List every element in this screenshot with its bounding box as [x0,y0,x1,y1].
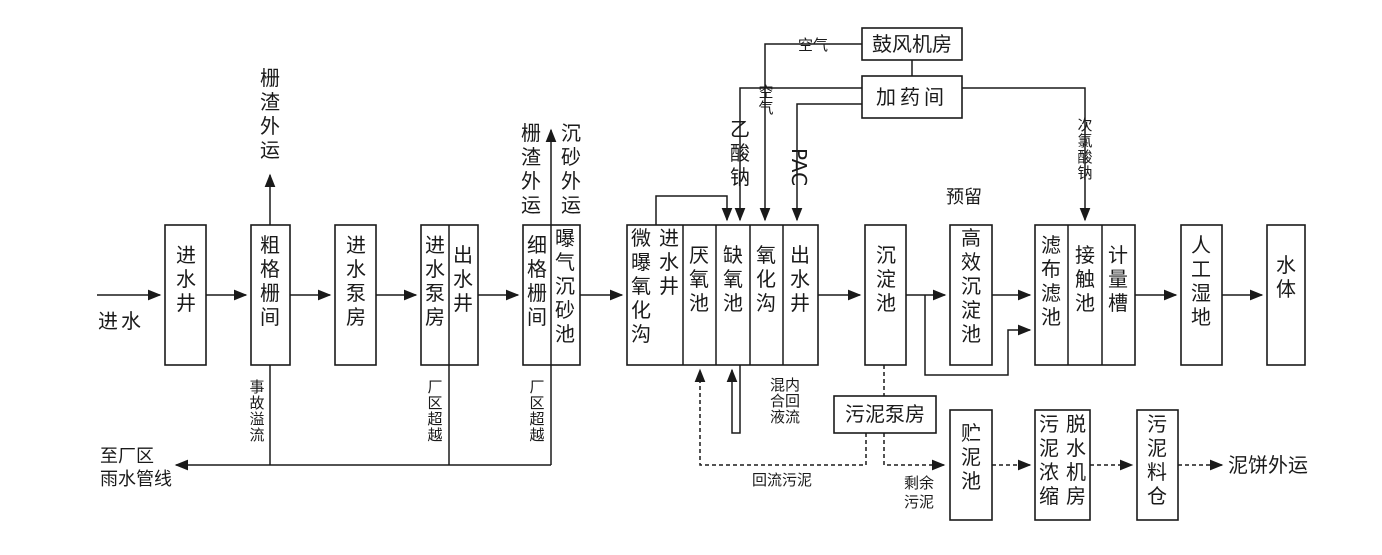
pump-house-label-2: 进水泵房 [425,233,445,329]
pac-label: PAC [787,148,811,186]
inlet-pump-house-label: 进水泵房 [346,233,366,329]
dewatering-house-label: 脱水机房 [1066,412,1086,508]
sludge-pump-house-box [833,395,937,434]
mixed-liquor-reflux-label-1: 混内 [770,376,800,394]
sludge-lines [694,365,1224,471]
grit-out-label: 沉砂外运 [561,121,581,217]
outlet-well-label-2: 出水井 [790,243,810,315]
constructed-wetland-box [1180,224,1223,366]
fine-screen-label: 细格栅间 [527,233,547,329]
contact-tank-label: 接触池 [1075,243,1095,315]
air-label-2: 空气 [758,83,773,117]
inlet-well-label: 进水井 [176,243,196,315]
aerated-grit-label: 曝气沉砂池 [555,226,575,346]
metering-flume-label: 计量槽 [1108,243,1128,315]
mixed-liquor-reflux-label-2: 合回 [770,392,800,410]
inlet-label: 进水 [98,309,144,333]
dosing-room-label: 加药间 [876,85,948,109]
anoxic-tank-label: 缺氧池 [723,243,743,315]
oxidation-ditch-label: 氧化沟 [756,243,776,315]
cake-out-label: 泥饼外运 [1228,453,1308,477]
clarifier-label: 沉淀池 [876,243,896,315]
thickening-dewatering-box [1034,409,1091,521]
inlet-well-label-2: 进水井 [659,226,679,298]
mixed-liquor-reflux-label-3: 液流 [770,408,800,426]
return-sludge-label: 回流污泥 [752,471,812,489]
to-rain-pipe-label-1: 至厂区 [100,446,154,467]
plant-bypass-label-1: 厂区超越 [427,378,442,444]
constructed-wetland-label: 人工湿地 [1191,233,1211,329]
high-efficiency-sedimentation-label: 高效沉淀池 [961,226,981,346]
sludge-thickening-label: 污泥浓缩 [1039,412,1059,508]
cloth-filter-label: 滤布滤池 [1041,233,1061,329]
anaerobic-tank-label: 厌氧池 [689,243,709,315]
chemical-air-lines [734,43,1091,222]
hypochlorite-label: 次氯酸钠 [1077,116,1092,182]
accident-overflow-label: 事故溢流 [249,378,264,444]
to-rain-pipe-label-2: 雨水管线 [100,469,172,490]
filter-contact-meter-box [1034,224,1136,366]
screenings-out-label-2: 栅渣外运 [521,121,541,217]
water-body-label: 水体 [1276,253,1296,301]
screenings-out-label-1: 栅渣外运 [260,66,280,162]
main-flow-lines [97,128,1264,376]
coarse-screen-box [250,224,291,366]
sludge-silo-box [1136,409,1179,521]
water-body-box [1266,224,1306,366]
plant-bypass-label-2: 厂区超越 [529,378,544,444]
inlet-well-box [164,224,207,366]
bypass-lines [174,365,552,471]
excess-sludge-label-2: 污泥 [904,493,934,511]
outlet-well-label-1: 出水井 [453,243,473,315]
air-label-1: 空气 [798,36,828,54]
reserved-label: 预留 [946,187,982,208]
sludge-pump-house-label: 污泥泵房 [845,402,925,426]
blower-house-box [861,27,963,61]
inlet-pump-house-box [334,224,377,366]
oxidation-ditch-box [626,224,819,366]
blower-house-label: 鼓风机房 [872,32,952,56]
micro-aeration-ditch-label: 微曝氧化沟 [631,226,651,346]
coarse-screen-label: 粗格栅间 [260,233,280,329]
dosing-room-box [861,75,963,119]
clarifier-box [864,224,907,366]
sludge-storage-label: 贮泥池 [961,421,981,493]
excess-sludge-label-1: 剩余 [904,474,934,492]
sludge-silo-label: 污泥料仓 [1147,412,1167,508]
sodium-acetate-label: 乙酸钠 [730,117,750,189]
sludge-storage-box [949,409,993,521]
high-efficiency-sedimentation-box [949,224,993,366]
